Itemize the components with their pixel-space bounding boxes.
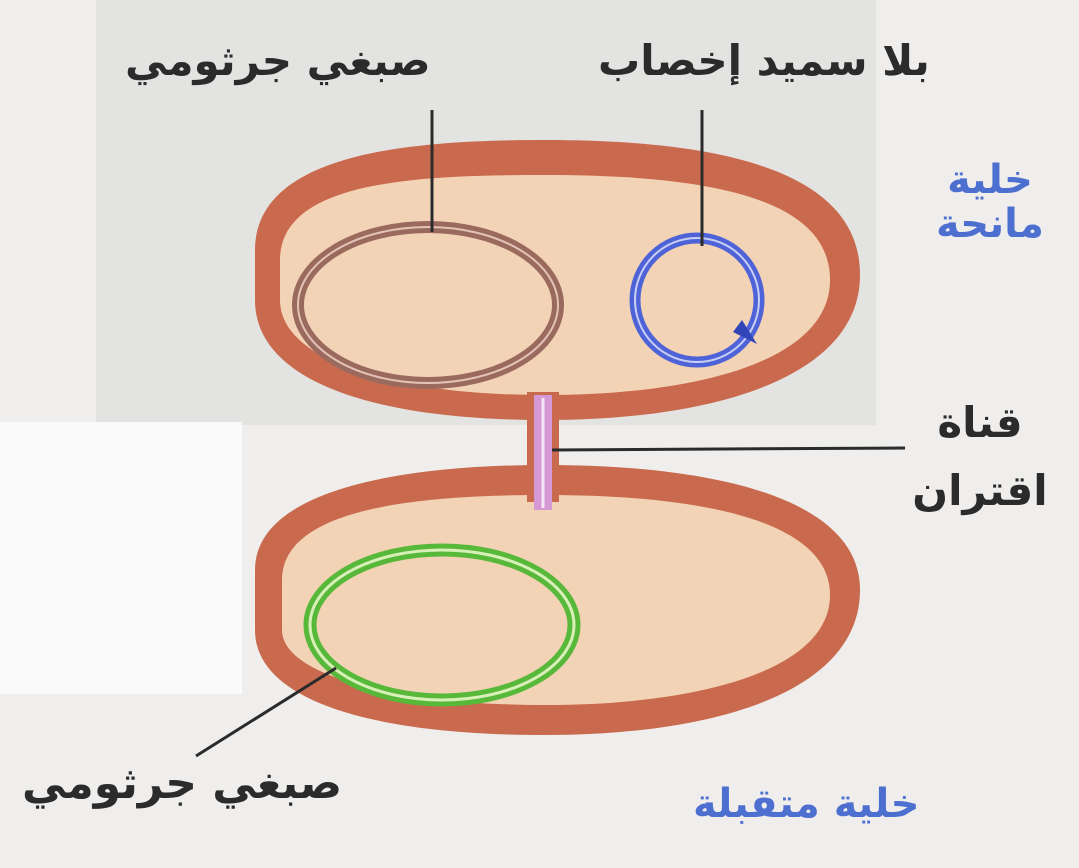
leader-line-channel [552,448,905,450]
label-channel-line1: قناة [905,400,1055,446]
label-conjugation-channel: قناة اقتران [905,400,1055,514]
label-donor-cell-line1: خلية [915,158,1065,202]
label-channel-line2: اقتران [905,468,1055,514]
recipient-cytoplasm [282,495,830,705]
leader-line-recipient-chromosome [196,668,336,756]
label-plasmid: بلا سميد إخصاب [598,38,930,84]
recipient-cell [255,465,860,735]
label-donor-chromosome: صبغي جرثومي [125,38,431,84]
label-donor-cell: خلية مانحة [915,158,1065,246]
donor-cell [255,140,860,420]
label-recipient-chromosome: صبغي جرثومي [22,760,342,808]
label-recipient-cell: خلية متقبلة [693,782,919,826]
label-donor-cell-line2: مانحة [915,202,1065,246]
